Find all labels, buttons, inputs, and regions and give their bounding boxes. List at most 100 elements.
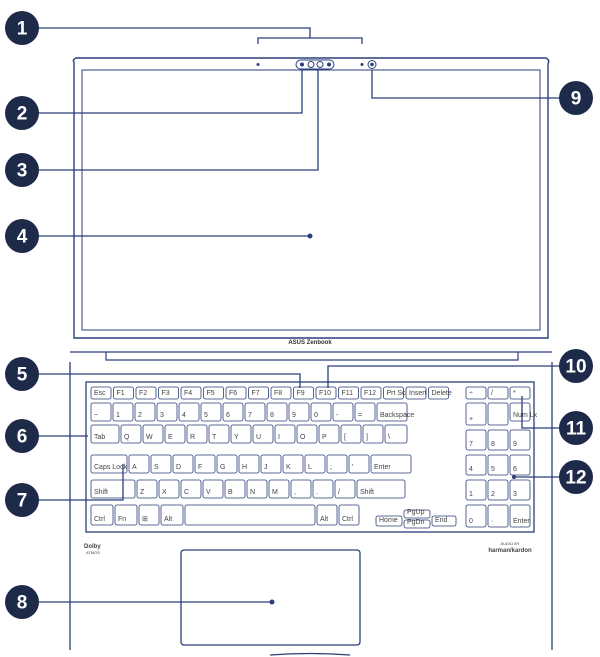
key-letter: , <box>290 479 312 499</box>
key-label: Enter <box>513 518 530 525</box>
key-label: U <box>256 434 261 441</box>
callout-number: 8 <box>17 593 28 614</box>
key-letter: Shift <box>90 479 136 499</box>
key-letter: ; <box>326 454 348 474</box>
key-label: - <box>336 412 339 419</box>
key-label: = <box>358 412 362 419</box>
key-label: ' <box>352 464 353 471</box>
key-fn: F4 <box>180 386 202 400</box>
speaker-brand: harman/kardon <box>488 548 532 554</box>
key-letter: R <box>186 424 208 444</box>
key-label: P <box>322 434 327 441</box>
key-label: Tab <box>94 434 105 441</box>
callout-2: 2 <box>5 96 39 130</box>
key-label: / <box>491 390 493 397</box>
key-letter: H <box>238 454 260 474</box>
key-label: Q <box>124 434 130 441</box>
key-label: , <box>294 489 296 496</box>
key-letter: X <box>158 479 180 499</box>
keyboard-area <box>85 381 535 533</box>
key-label: Alt <box>320 516 328 523</box>
key-letter: Q <box>120 424 142 444</box>
key-label: Backspace <box>380 412 414 419</box>
callout-6: 6 <box>5 419 39 453</box>
key-label: F12 <box>364 390 376 397</box>
key-letter: . <box>312 479 334 499</box>
key-label: 3 <box>513 491 517 498</box>
key-bottom <box>184 504 316 526</box>
key-letter: I <box>274 424 296 444</box>
key-label: F3 <box>162 390 170 397</box>
key-label: 2 <box>491 491 495 498</box>
key-label: Fn <box>118 516 126 523</box>
key-nav: PgDn <box>403 519 431 529</box>
callout-7: 7 <box>5 483 39 517</box>
callout-number: 10 <box>565 357 586 378</box>
key-label: 8 <box>491 441 495 448</box>
hinge <box>70 351 552 361</box>
key-letter: K <box>282 454 304 474</box>
key-label: + <box>469 416 473 423</box>
key-label: K <box>286 464 291 471</box>
key-numpad: 4 <box>465 454 487 476</box>
callout-number: 11 <box>566 419 587 440</box>
key-bottom: Alt <box>160 504 184 526</box>
key-letter: V <box>202 479 224 499</box>
key-letter: O <box>296 424 318 444</box>
key-label: N <box>250 489 255 496</box>
key-number: 6 <box>222 402 244 422</box>
key-number: 8 <box>266 402 288 422</box>
key-label: L <box>308 464 312 471</box>
key-label: 2 <box>138 412 142 419</box>
key-fn: F12 <box>360 386 382 400</box>
leader-dots <box>269 233 516 605</box>
key-label: X <box>162 489 167 496</box>
key-number: - <box>332 402 354 422</box>
key-fn: F1 <box>113 386 134 400</box>
key-nav: PgUp <box>403 509 431 519</box>
key-letter: F <box>194 454 216 474</box>
key-fn: F3 <box>158 386 179 400</box>
key-number: ~ <box>90 402 112 422</box>
key-letter: Y <box>230 424 252 444</box>
key-nav: End <box>431 515 457 527</box>
key-label: 4 <box>469 466 473 473</box>
key-label: End <box>435 517 448 524</box>
key-letter: Shift <box>356 479 406 499</box>
callout-number: 1 <box>17 19 28 40</box>
key-letter: G <box>216 454 238 474</box>
key-label: ] <box>366 434 368 441</box>
callout-number: 3 <box>17 161 28 182</box>
dolby-logo: Dolby <box>84 544 101 550</box>
key-label: Caps Lock <box>94 464 128 471</box>
key-letter: Enter <box>370 454 412 474</box>
key-fn: Insert <box>405 386 427 400</box>
key-label: F7 <box>252 390 260 397</box>
key-letter: N <box>246 479 268 499</box>
key-letter: B <box>224 479 246 499</box>
key-label: Delete <box>432 390 452 397</box>
key-label: F5 <box>207 390 215 397</box>
key-fn: F6 <box>225 386 247 400</box>
key-label: [ <box>344 434 346 441</box>
key-numpad: 9 <box>509 429 531 451</box>
key-label: Z <box>140 489 145 496</box>
leader-lines <box>38 27 568 603</box>
key-label: 8 <box>270 412 274 419</box>
key-letter: S <box>150 454 172 474</box>
key-fn: F8 <box>270 386 292 400</box>
key-label: 1 <box>116 412 120 419</box>
key-fn: F11 <box>338 386 359 400</box>
key-numpad: 1 <box>465 479 487 501</box>
key-letter: E <box>164 424 186 444</box>
callout-1: 1 <box>5 11 39 45</box>
key-label: M <box>272 489 278 496</box>
key-letter: U <box>252 424 274 444</box>
key-label: F11 <box>342 390 354 397</box>
key-bottom: Ctrl <box>338 504 360 526</box>
key-label: F2 <box>139 390 147 397</box>
key-label: D <box>176 464 181 471</box>
key-letter: / <box>334 479 356 499</box>
key-letter: M <box>268 479 290 499</box>
